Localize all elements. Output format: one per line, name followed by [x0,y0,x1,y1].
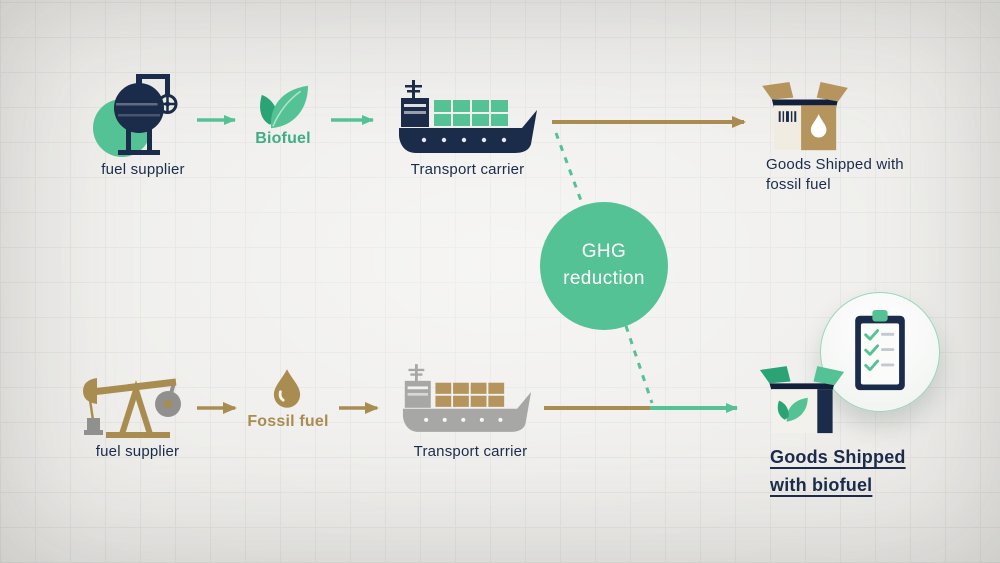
bottom-fuel-label: Fossil fuel [247,413,329,430]
biofuel-goods-label-line1: Goods Shipped [770,447,906,467]
biofuel-goods-label: Goods Shipped with biofuel [770,444,906,500]
checklist-badge [820,292,940,412]
dashed-link-bottom [624,325,654,404]
biofuel-goods-box-icon [759,366,845,434]
fossil-goods-label-line1: Goods Shipped with [766,156,904,173]
oil-pumpjack-icon [83,378,181,438]
bottom-supplier-label: fuel supplier [95,443,180,460]
top-supplier-label: fuel supplier [101,161,185,178]
dashed-link-top [554,132,585,207]
ghg-label-line1: GHG [581,241,627,263]
fossil-fuel-droplet-icon [273,369,301,408]
top-carrier-label: Transport carrier [410,161,525,178]
refinery-tank-icon [93,74,178,157]
checklist-clipboard-icon [855,310,905,391]
container-ship-fossil-icon [402,364,532,432]
biofuel-leaves-icon [260,85,308,129]
ghg-reduction-circle: GHG reduction [540,202,668,330]
top-fuel-label: Biofuel [255,130,311,147]
fossil-goods-label-line2: fossil fuel [766,176,831,194]
biofuel-goods-label-line2: with biofuel [770,474,873,495]
container-ship-biofuel-icon [399,80,537,153]
fossil-goods-label: Goods Shipped with fossil fuel [766,155,936,196]
fossil-goods-box-icon [762,82,848,151]
bottom-carrier-label: Transport carrier [413,443,528,460]
ghg-label-line2: reduction [563,268,645,289]
